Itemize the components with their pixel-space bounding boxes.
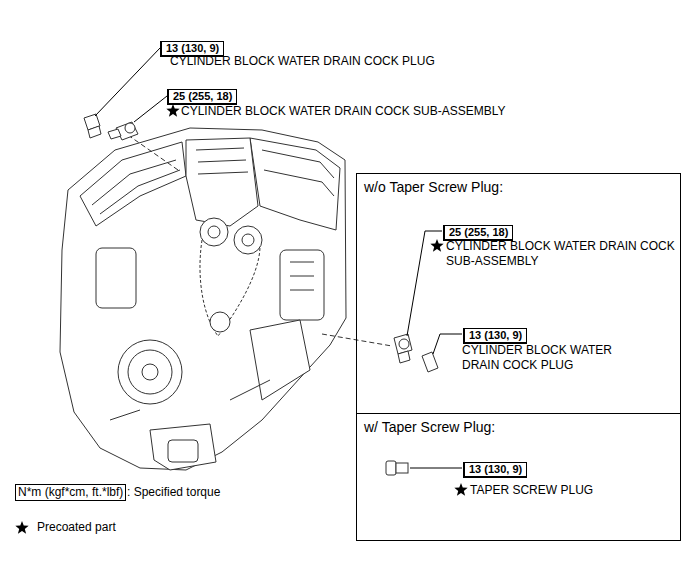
variant-panel: w/o Taper Screw Plug: 25 (255, 18) 13 (130… [356,173,681,414]
legend-text: Precoated part [37,520,116,535]
torque-value: 25 (255, 18) [449,226,508,239]
part-name: CYLINDER BLOCK WATER DRAIN COCK SUB-ASSE… [181,104,506,119]
precoat-star [454,483,467,496]
part-name: CYLINDER BLOCK WATER DRAIN COCK SUB-ASSE… [446,239,678,269]
torque-box: 13 (130, 9) [463,462,527,478]
torque-value: 13 (130, 9) [469,463,522,476]
panel-heading: w/o Taper Screw Plug: [364,179,503,196]
part-name: CYLINDER BLOCK WATER DRAIN COCK PLUG [462,343,652,373]
part-name: CYLINDER BLOCK WATER DRAIN COCK PLUG [170,54,435,69]
torque-box: 25 (255, 18) [167,89,237,105]
part-name: TAPER SCREW PLUG [470,483,593,498]
torque-value: N*m (kgf*cm, ft.*lbf) [18,485,123,500]
legend-text: : Specified torque [127,485,220,500]
panel-heading: w/ Taper Screw Plug: [364,419,495,436]
torque-unit-box: N*m (kgf*cm, ft.*lbf) [15,484,126,501]
precoat-star [430,239,443,252]
torque-value: 13 (130, 9) [469,329,522,342]
precoat-star [166,104,179,117]
torque-box: 13 (130, 9) [463,328,527,344]
variant-panel: w/ Taper Screw Plug: 13 (130, 9) [356,413,681,541]
torque-box: 25 (255, 18) [443,225,513,241]
torque-value: 25 (255, 18) [173,90,232,103]
legend-star [15,521,28,534]
torque-value: 13 (130, 9) [166,42,219,55]
